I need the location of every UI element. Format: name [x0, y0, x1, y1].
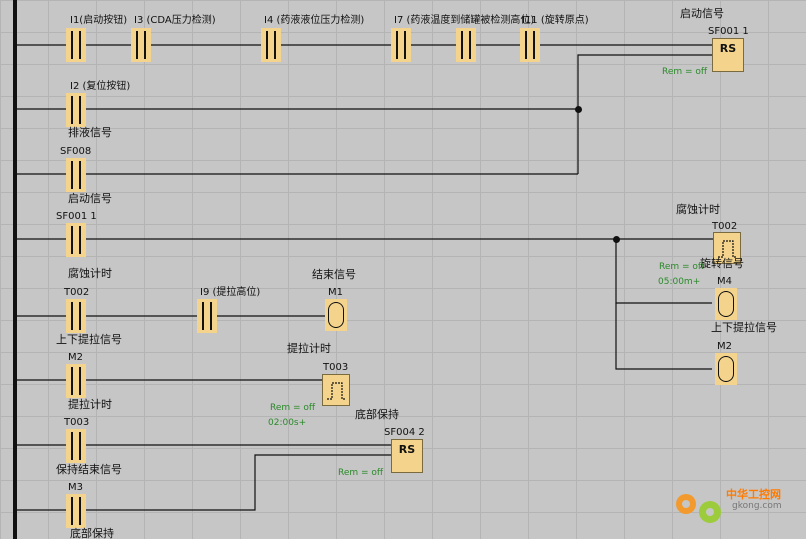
coil-m1[interactable] [325, 299, 347, 331]
t002-timer-block[interactable] [713, 232, 741, 264]
power-rail [13, 0, 17, 539]
m1-id: M1 [328, 287, 343, 298]
junction-dot-2 [613, 236, 620, 243]
t003-rem: Rem = off [270, 403, 316, 413]
contact-t002[interactable] [66, 299, 86, 333]
sf004-rem: Rem = off [338, 468, 384, 478]
contact-i1[interactable] [66, 28, 86, 62]
r7-label-top: T003 [64, 417, 90, 428]
sf004-id: SF004 2 [384, 427, 425, 438]
contact-sf008[interactable] [66, 158, 86, 192]
sf004-rs-block[interactable]: RS [391, 439, 423, 473]
m4-title: 旋转信号 [700, 257, 744, 270]
contact-i4[interactable] [261, 28, 281, 62]
r1-label-4: I7 (药液温度到储罐被检测高位) [394, 15, 535, 26]
m2-id: M2 [717, 341, 732, 352]
m4-id: M4 [717, 276, 732, 287]
r8-label-top: M3 [68, 482, 83, 493]
r1-label-1: I1(启动按钮) [70, 15, 128, 26]
sf001-rem: Rem = off [662, 67, 708, 77]
sf001-rs-block[interactable]: RS [712, 38, 744, 72]
contact-m2[interactable] [66, 364, 86, 398]
watermark-sub: gkong.com [732, 501, 782, 511]
gear-icon [676, 494, 721, 523]
r6-label-bottom: 提拉计时 [68, 398, 112, 411]
contact-i7b[interactable] [456, 28, 476, 62]
coil-m4[interactable] [715, 288, 737, 320]
contact-t003[interactable] [66, 429, 86, 463]
r6-label-top: M2 [68, 352, 83, 363]
r2-label-top: I2 (复位按钮) [70, 81, 131, 92]
t002-rem: Rem = off [659, 262, 705, 272]
r3-label-bottom: 启动信号 [68, 192, 112, 205]
contact-i2[interactable] [66, 93, 86, 127]
t002-title: 腐蚀计时 [676, 203, 720, 216]
r8-label-bottom: 底部保持 [70, 527, 114, 539]
watermark: 中华工控网 gkong.com [668, 484, 798, 528]
watermark-text: 中华工控网 [726, 488, 781, 501]
contact-i11[interactable] [520, 28, 540, 62]
r7-label-bottom: 保持结束信号 [56, 463, 122, 476]
contact-m3[interactable] [66, 494, 86, 528]
sf001-title: 启动信号 [680, 7, 724, 20]
r5-label-top: 腐蚀计时 [68, 267, 112, 280]
r4-label-top: SF001 1 [56, 211, 97, 222]
t002-time: 05:00m+ [658, 277, 701, 287]
contact-sf001-1[interactable] [66, 223, 86, 257]
sf004-title: 底部保持 [355, 408, 399, 421]
r5-label-bottom: 上下提拉信号 [56, 333, 122, 346]
timer-pulse-icon [327, 382, 346, 400]
t003-id: T003 [323, 362, 349, 373]
m2-title: 上下提拉信号 [711, 321, 777, 334]
t002-id: T002 [712, 221, 738, 232]
contact-i3[interactable] [131, 28, 151, 62]
r1-label-3: I4 (药液液位压力检测) [264, 15, 365, 26]
contact-i9[interactable] [197, 299, 217, 333]
r5-i9-label: I9 (提拉高位) [200, 287, 261, 298]
sf001-id: SF001 1 [708, 26, 749, 37]
r2-label-bottom: 排液信号 [68, 126, 112, 139]
contact-i7[interactable] [391, 28, 411, 62]
coil-m2[interactable] [715, 353, 737, 385]
t003-timer-block[interactable] [322, 374, 350, 406]
r3-label-top: SF008 [60, 146, 92, 157]
t003-title: 提拉计时 [287, 342, 331, 355]
m1-title: 结束信号 [312, 268, 356, 281]
junction-dot-1 [575, 106, 582, 113]
t003-time: 02:00s+ [268, 418, 307, 428]
r1-label-5: I11 (旋转原点) [522, 15, 589, 26]
timer-pulse-icon [718, 240, 737, 258]
r5-label-top2: T002 [64, 287, 90, 298]
r1-label-2: I3 (CDA压力检测) [134, 15, 216, 26]
